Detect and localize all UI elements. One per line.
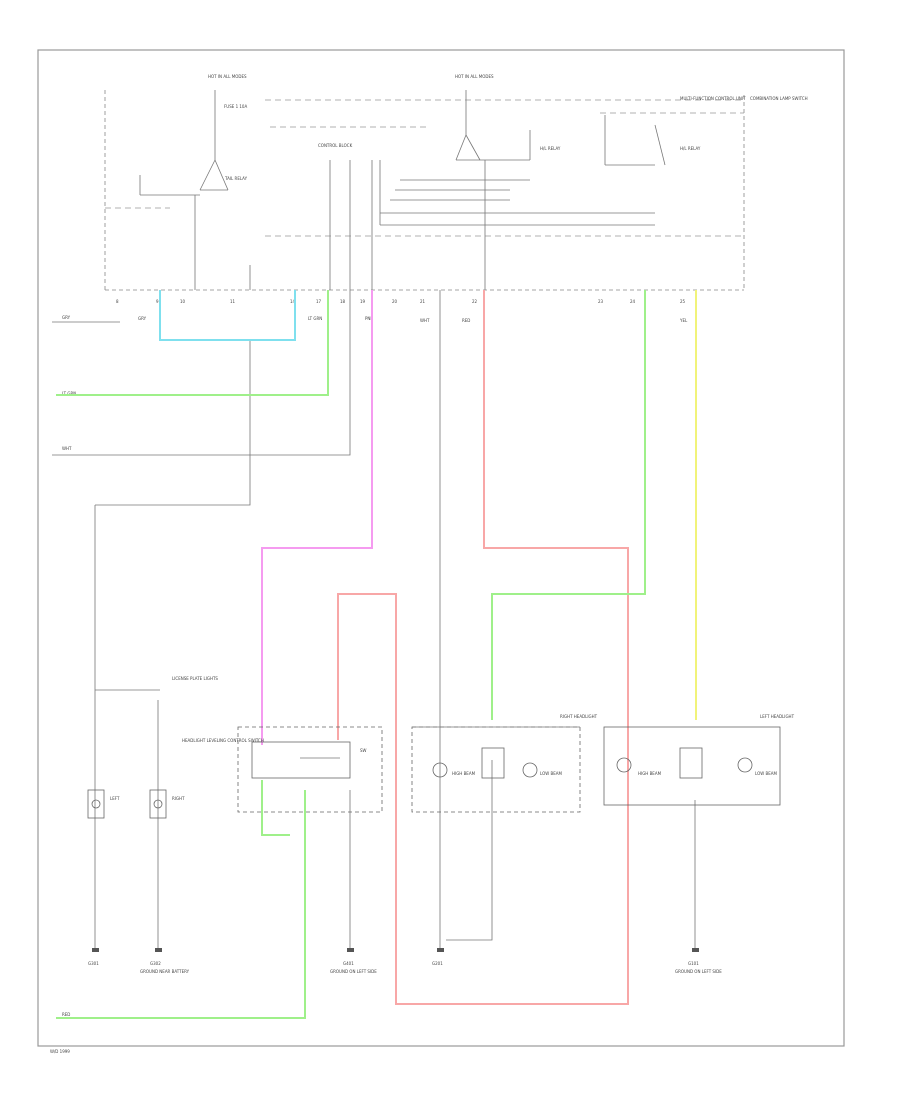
relay-note: MULTI-FUNCTION CONTROL UNIT: [680, 96, 746, 101]
wire-label-ltgrn: LT GRN: [308, 316, 322, 321]
tail-relay-symbol: [139, 90, 229, 290]
ground-label-1: G301: [88, 961, 99, 966]
left-wire-label-3: WHT: [62, 446, 72, 451]
control-block-drops: [249, 160, 381, 290]
wire-label-yel: YEL: [679, 318, 688, 323]
top-pin-label: 18: [340, 299, 346, 304]
top-pin-label: 22: [472, 299, 478, 304]
top-pin-label: 24: [630, 299, 636, 304]
top-pin-label: 20: [392, 299, 398, 304]
hl-relay-l-symbol: [380, 115, 666, 226]
left-wire-label-4: RED: [62, 1012, 70, 1017]
ground-note-2: GROUND NEAR BATTERY: [140, 969, 190, 974]
ground-note-3: GROUND ON LEFT SIDE: [330, 969, 377, 974]
right-headlight-label: RIGHT HEADLIGHT: [560, 714, 598, 719]
power-label-mid: HOT IN ALL MODES: [455, 74, 494, 79]
left-lo-beam-label: LOW BEAM: [755, 771, 777, 776]
lamp-left-2-label: RIGHT: [172, 796, 185, 801]
top-pin-label: 9: [156, 299, 159, 304]
ground-symbols: [92, 948, 699, 952]
control-module-box: [104, 90, 745, 291]
right-note: COMBINATION LAMP SWITCH: [750, 96, 808, 101]
tail-relay-label: TAIL RELAY: [224, 176, 248, 181]
lamp-note: LICENSE PLATE LIGHTS: [172, 676, 218, 681]
left-wire-label-1: GRY: [62, 315, 71, 320]
ground-label-2: G302: [150, 961, 161, 966]
left-headlight: [603, 726, 781, 806]
cyan-wire: [159, 290, 296, 341]
wire-label-wht: WHT: [420, 318, 430, 323]
module-label: HEADLIGHT LEVELING CONTROL SWITCH: [182, 738, 264, 743]
left-wire-label-2: LT GRN: [62, 391, 76, 396]
power-label-left: HOT IN ALL MODES: [208, 74, 247, 79]
green-wire-bottom: [56, 790, 306, 1019]
right-hi-beam-label: HIGH BEAM: [452, 771, 476, 776]
top-pin-label: 10: [180, 299, 186, 304]
top-pin-label: 23: [598, 299, 604, 304]
right-lo-beam-label: LOW BEAM: [540, 771, 562, 776]
wire-label-gry: GRY: [138, 316, 147, 321]
top-pin-label: 14: [290, 299, 296, 304]
ground-note-5: GROUND ON LEFT SIDE: [675, 969, 722, 974]
control-block-label: CONTROL BLOCK: [318, 143, 353, 148]
left-headlight-label: LEFT HEADLIGHT: [760, 714, 795, 719]
green-wire-right: [491, 290, 646, 720]
top-pin-label: 25: [680, 299, 686, 304]
green-wire-top: [56, 290, 329, 396]
right-headlight: [411, 726, 581, 813]
lamp-left-1-label: LEFT: [110, 796, 120, 801]
hl-relay-l-label: H/L RELAY: [680, 146, 701, 151]
left-hi-beam-label: HIGH BEAM: [638, 771, 662, 776]
pink-wire: [261, 290, 373, 745]
top-pin-label: 17: [316, 299, 322, 304]
diagram-frame: [37, 49, 845, 1047]
top-pin-label: 11: [230, 299, 236, 304]
hl-relay-r-label: H/L RELAY: [540, 146, 561, 151]
ground-label-3: G401: [343, 961, 354, 966]
fuse-label: FUSE 1 10A: [224, 104, 247, 109]
red-wire: [337, 290, 629, 1005]
gray-wires: [52, 290, 696, 950]
hl-relay-r-symbol: [390, 90, 531, 290]
top-pin-label: 21: [420, 299, 426, 304]
green-wire-switch: [261, 780, 290, 836]
top-pin-label: 8: [116, 299, 119, 304]
leveling-switch-module: [237, 726, 383, 813]
left-lamp-1: [87, 789, 105, 819]
ground-label-4: G201: [432, 961, 443, 966]
left-lamp-2: [149, 789, 167, 819]
footer-label: W/D 1999: [50, 1049, 70, 1054]
top-connector-pins: 8 9 10 11 14 17 18 19 20 21 22 23 24 25: [116, 299, 686, 304]
ground-label-5: G101: [688, 961, 699, 966]
top-pin-label: 19: [360, 299, 366, 304]
wire-label-red: RED: [462, 318, 470, 323]
wire-label-pnk: PNK: [365, 316, 373, 321]
sw-label: SW: [360, 748, 367, 753]
